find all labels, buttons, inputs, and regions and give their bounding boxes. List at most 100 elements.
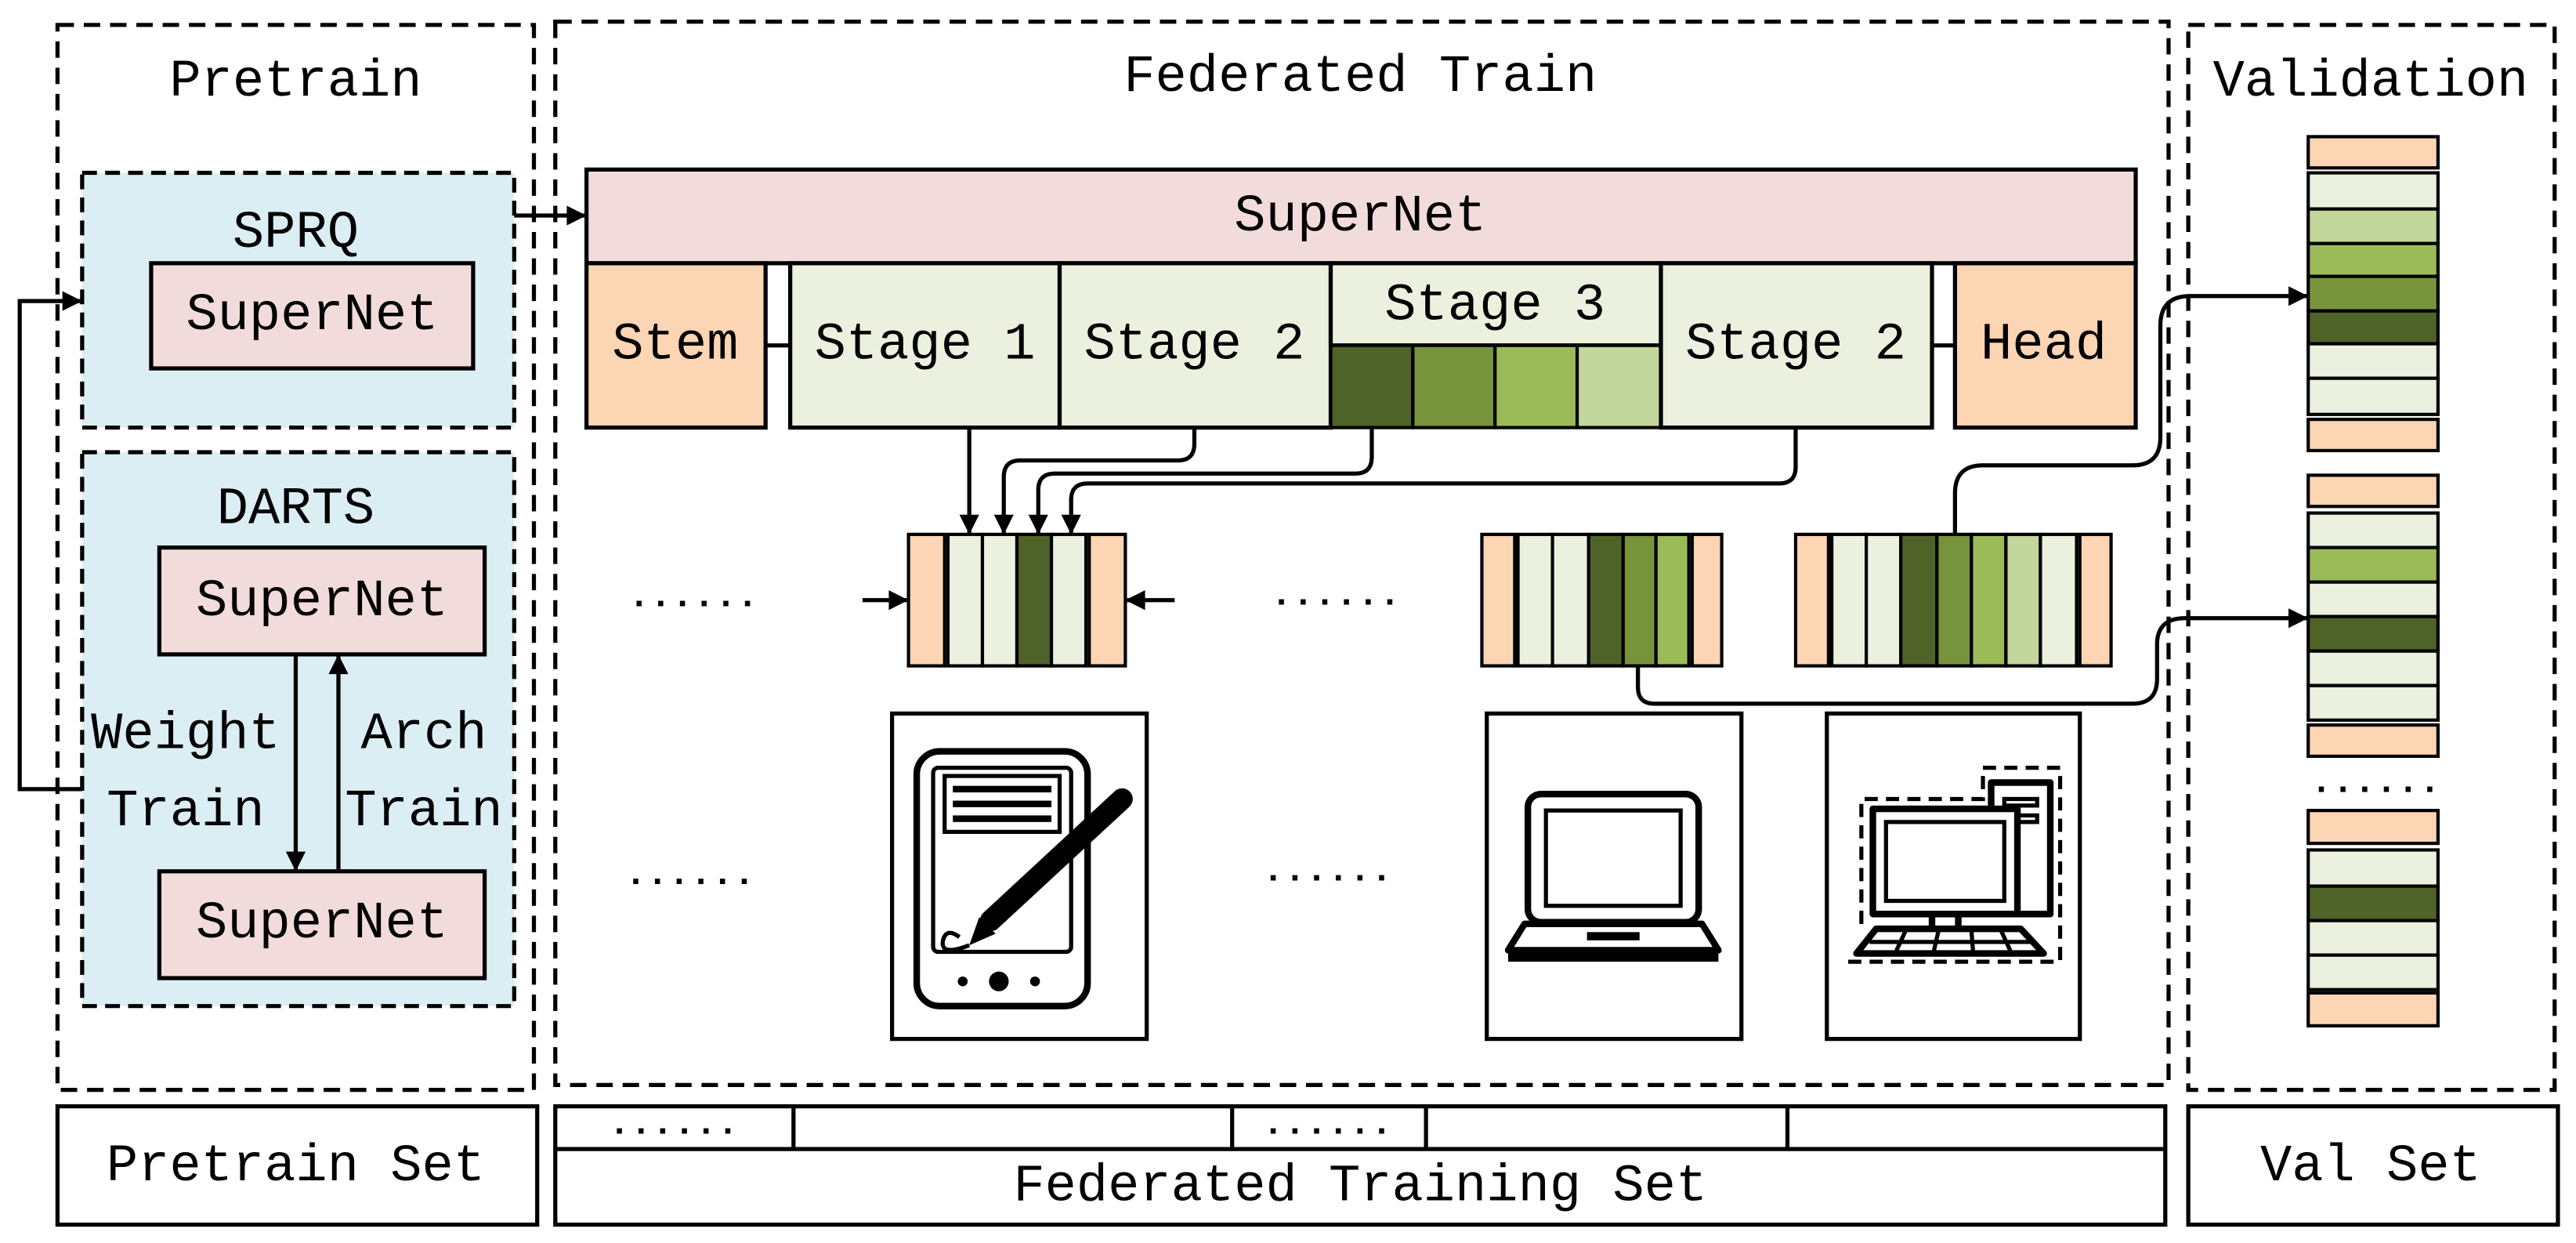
client2-op-cell bbox=[1586, 532, 1625, 668]
val-set: Val Set bbox=[2186, 1103, 2560, 1227]
pretrain-title: Pretrain bbox=[169, 53, 421, 112]
pretrain-set-box bbox=[55, 1103, 540, 1227]
desktop-icon bbox=[1846, 766, 2063, 964]
validation-subnet1-op-cell bbox=[2306, 342, 2440, 380]
client3-op-cell bbox=[1829, 532, 1869, 668]
partition-ellipsis-left: ...... bbox=[609, 1104, 739, 1145]
stage2b-sample-arrow bbox=[1061, 427, 1798, 535]
validation-subnet2-op-cell bbox=[2306, 473, 2440, 509]
client1-op-cell bbox=[946, 532, 985, 668]
validation-subnet1-op-cell bbox=[2306, 207, 2440, 245]
client3-op-cell bbox=[2039, 532, 2079, 668]
stage2-block bbox=[1057, 261, 1333, 430]
sprq-title: SPRQ bbox=[233, 204, 359, 263]
validation-subnet2-op-cell bbox=[2306, 580, 2440, 618]
arch-train-label-line2: Train bbox=[345, 782, 502, 842]
validation-subnet2-op-cell bbox=[2306, 545, 2440, 584]
laptop-device bbox=[1485, 711, 1744, 1042]
devices-ellipsis-mid: ...... bbox=[1262, 851, 1392, 892]
validation-panel: Validation ...... bbox=[2186, 23, 2557, 1093]
darts-supernet-bottom-box bbox=[157, 869, 487, 980]
stem-label: Stem bbox=[612, 316, 738, 375]
client-data-partitions bbox=[555, 1106, 2165, 1151]
weight-train-label-line2: Train bbox=[107, 782, 264, 842]
head-block bbox=[1952, 261, 2138, 430]
darts-supernet-bottom-label: SuperNet bbox=[196, 894, 448, 954]
client1-op-cell bbox=[1087, 532, 1127, 668]
darts-to-sprq-feedback-arrow bbox=[17, 291, 82, 792]
pretrain-set: Pretrain Set bbox=[55, 1103, 540, 1227]
clients-ellipsis-left: ...... bbox=[628, 577, 758, 618]
clients-ellipsis-mid: ...... bbox=[1271, 574, 1401, 615]
pretrain-panel-border bbox=[55, 23, 537, 1093]
sprq-box: SPRQ SuperNet bbox=[80, 170, 516, 430]
client3-op-cell bbox=[1793, 532, 1830, 668]
stage3-label: Stage 3 bbox=[1384, 276, 1605, 335]
client2-op-cell bbox=[1480, 532, 1517, 668]
federated-training-set: ...... ...... Federated Training Set bbox=[553, 1103, 2168, 1227]
supernet-bar-label: SuperNet bbox=[1234, 187, 1486, 247]
validation-subnet3-op-cell bbox=[2306, 884, 2440, 922]
stage2-sample-arrow bbox=[993, 427, 1197, 535]
client2-to-validation-arrow bbox=[1636, 608, 2309, 706]
validation-subnet1-op-cell bbox=[2306, 171, 2440, 211]
desktop-device bbox=[1825, 711, 2082, 1042]
validation-subnet2-op-cell bbox=[2306, 511, 2440, 549]
stage3-block bbox=[1328, 261, 1663, 348]
client3-op-cell bbox=[2004, 532, 2042, 668]
client3-op-cell bbox=[1865, 532, 1903, 668]
validation-subnet3-op-cell bbox=[2306, 953, 2440, 991]
client3-op-cell bbox=[1899, 532, 1939, 668]
validation-subnet3-op-cell bbox=[2306, 919, 2440, 957]
darts-supernet-top-box bbox=[157, 545, 487, 657]
stage1-block bbox=[788, 261, 1062, 430]
tablet-device bbox=[890, 711, 1149, 1042]
client2-op-cell bbox=[1654, 532, 1691, 668]
pretrain-panel: Pretrain SPRQ SuperNet DARTS SuperNet Su… bbox=[17, 23, 537, 1093]
stage3-sample-arrow bbox=[1028, 427, 1374, 535]
head-label: Head bbox=[1981, 316, 2107, 375]
validation-subnet2-op-cell bbox=[2306, 683, 2440, 722]
client3-op-cell bbox=[2078, 532, 2113, 668]
federated-panel-border bbox=[553, 19, 2171, 1087]
stage2-label: Stage 2 bbox=[1084, 316, 1305, 375]
validation-subnet1-op-cell bbox=[2306, 309, 2440, 346]
client2-op-cell bbox=[1621, 532, 1658, 668]
validation-ellipsis: ...... bbox=[2310, 762, 2440, 803]
federated-title: Federated Train bbox=[1123, 48, 1597, 107]
client3-to-validation-arrow bbox=[1952, 286, 2309, 535]
tablet-icon bbox=[913, 748, 1133, 1009]
validation-subnets bbox=[2306, 135, 2440, 1027]
stage1-label: Stage 1 bbox=[815, 316, 1036, 375]
tablet-device-frame bbox=[890, 711, 1149, 1042]
subnet-sampling-wires bbox=[862, 427, 1798, 611]
validation-subnet2-op-cell bbox=[2306, 723, 2440, 759]
client2-op-cell bbox=[1690, 532, 1724, 668]
darts-supernet-top-label: SuperNet bbox=[196, 572, 448, 632]
stage3-op-cell bbox=[1329, 343, 1415, 429]
darts-title: DARTS bbox=[217, 480, 374, 539]
validation-subnet3-op-cell bbox=[2306, 848, 2440, 888]
partition-ellipsis-mid: ...... bbox=[1262, 1104, 1392, 1145]
federated-train-panel: Federated Train SuperNet Stem Stage 1 St… bbox=[553, 19, 2171, 1087]
validation-title: Validation bbox=[2213, 53, 2529, 112]
client3-op-cell bbox=[1970, 532, 2008, 668]
client3-op-cell bbox=[1935, 532, 1974, 668]
stage2b-label: Stage 2 bbox=[1685, 316, 1906, 375]
validation-subnet2-op-cell bbox=[2306, 614, 2440, 653]
darts-box: DARTS SuperNet SuperNet Weight Train Arc… bbox=[80, 450, 516, 1009]
weight-train-label-line1: Weight bbox=[91, 705, 280, 765]
client1-op-cell bbox=[906, 532, 946, 668]
stage3-op-cell bbox=[1575, 343, 1663, 429]
pretrain-set-label: Pretrain Set bbox=[107, 1137, 485, 1197]
validation-subnet1-op-cell bbox=[2306, 417, 2440, 453]
validation-subnet3-op-cell bbox=[2306, 991, 2440, 1027]
sprq-supernet-box bbox=[149, 261, 476, 371]
validation-subnet1-op-cell bbox=[2306, 241, 2440, 278]
sprq-supernet-label: SuperNet bbox=[186, 286, 438, 346]
validation-subnet1-op-cell bbox=[2306, 376, 2440, 416]
devices-ellipsis-left: ...... bbox=[625, 854, 755, 895]
federated-training-set-box bbox=[553, 1103, 2168, 1227]
val-set-label: Val Set bbox=[2260, 1137, 2481, 1197]
